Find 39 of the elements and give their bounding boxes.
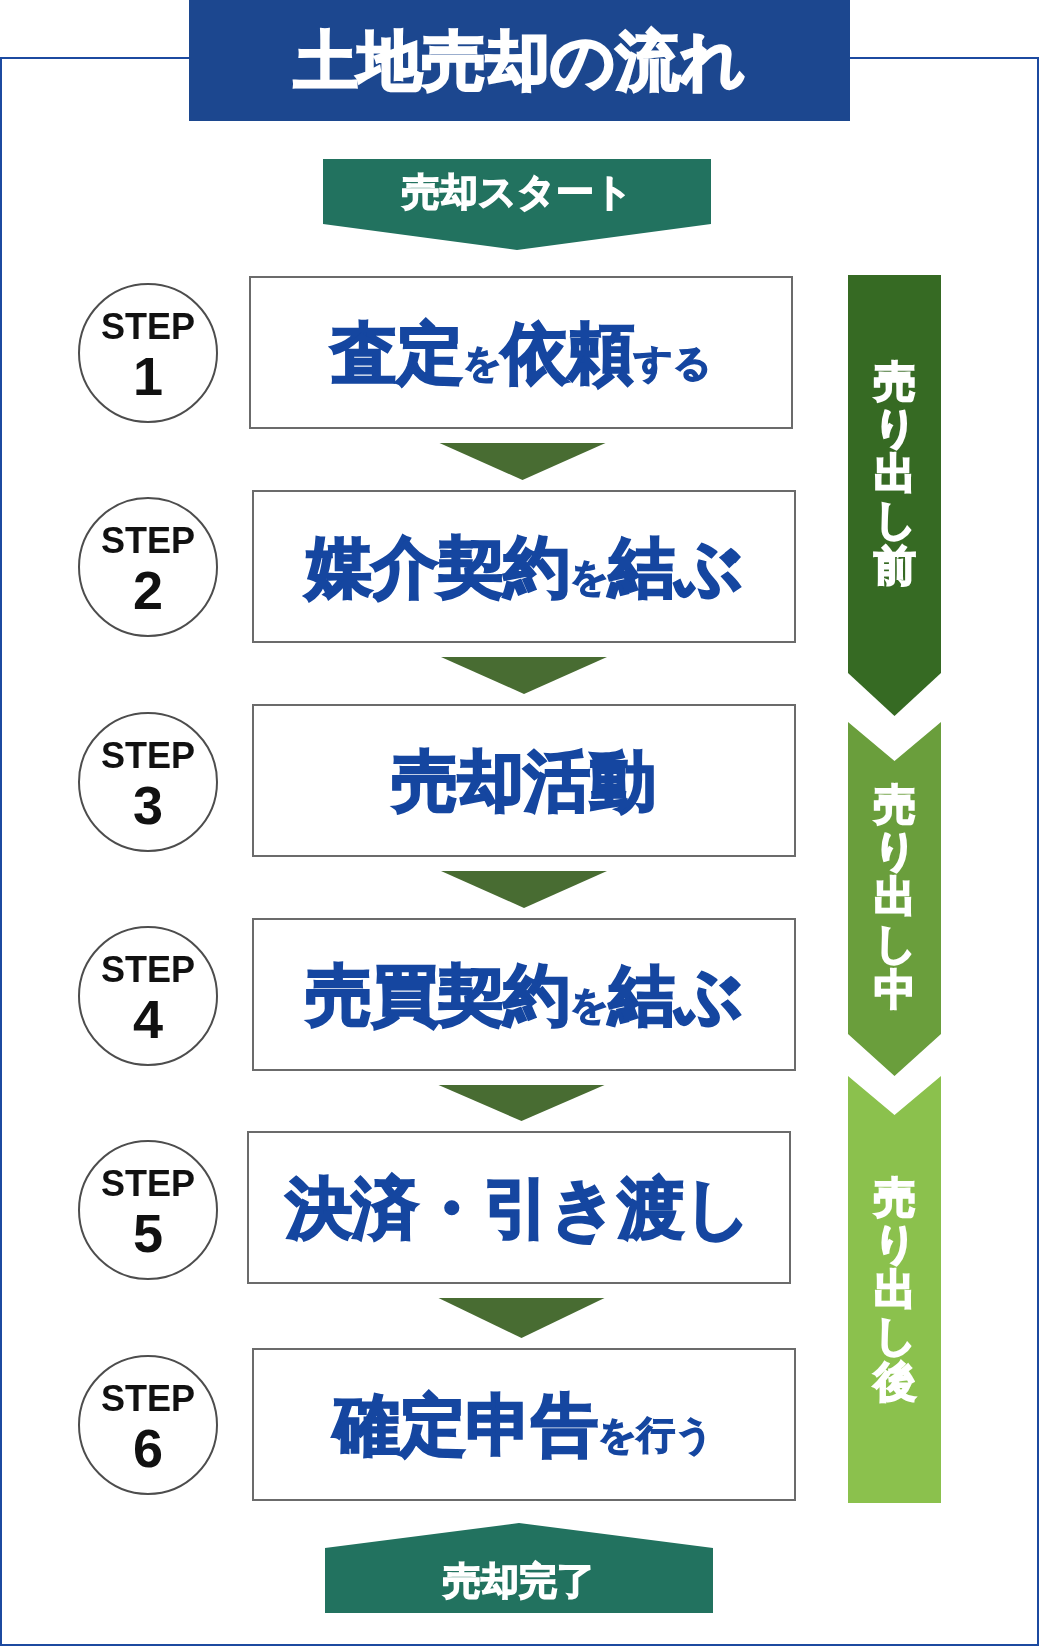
step-label: STEP bbox=[101, 952, 195, 988]
step-number: 6 bbox=[132, 1421, 163, 1475]
phase-band bbox=[848, 722, 941, 1076]
step-box bbox=[252, 704, 796, 857]
step-box bbox=[247, 1131, 791, 1284]
step-title: 確定申告を行う bbox=[334, 1391, 714, 1458]
end-banner bbox=[325, 1523, 713, 1613]
phase-label: 売り出し中 bbox=[873, 782, 916, 1013]
arrow bbox=[441, 871, 607, 908]
step-title: 査定を依頼する bbox=[330, 319, 712, 386]
phase-band bbox=[848, 275, 941, 716]
title: 土地売却の流れ bbox=[293, 28, 746, 93]
phase-band bbox=[848, 1076, 941, 1503]
banner-label: 売却スタート bbox=[401, 172, 633, 211]
arrow bbox=[438, 1298, 605, 1338]
arrow bbox=[438, 1085, 605, 1121]
step-box bbox=[252, 918, 796, 1071]
step-number: 2 bbox=[132, 563, 163, 617]
banner-label: 売却完了 bbox=[443, 1561, 595, 1600]
step-number: 1 bbox=[132, 349, 163, 403]
step-label: STEP bbox=[101, 1166, 195, 1202]
step-box bbox=[249, 276, 793, 429]
arrow bbox=[439, 443, 606, 480]
step-label: STEP bbox=[101, 1381, 195, 1417]
arrow bbox=[441, 657, 607, 694]
step-number: 5 bbox=[132, 1206, 163, 1260]
step-box bbox=[252, 1348, 796, 1501]
step-label: STEP bbox=[101, 309, 195, 345]
phase-label: 売り出し後 bbox=[873, 1174, 916, 1406]
start-banner bbox=[323, 159, 711, 250]
step-title: 売買契約を結ぶ bbox=[305, 961, 743, 1028]
step-label: STEP bbox=[101, 523, 195, 559]
step-title: 売却活動 bbox=[392, 747, 656, 814]
phase-label: 売り出し前 bbox=[873, 358, 916, 590]
step-number: 3 bbox=[132, 778, 163, 832]
step-number: 4 bbox=[132, 992, 163, 1046]
step-title: 媒介契約を結ぶ bbox=[305, 533, 743, 600]
step-label: STEP bbox=[101, 738, 195, 774]
step-box bbox=[252, 490, 796, 643]
